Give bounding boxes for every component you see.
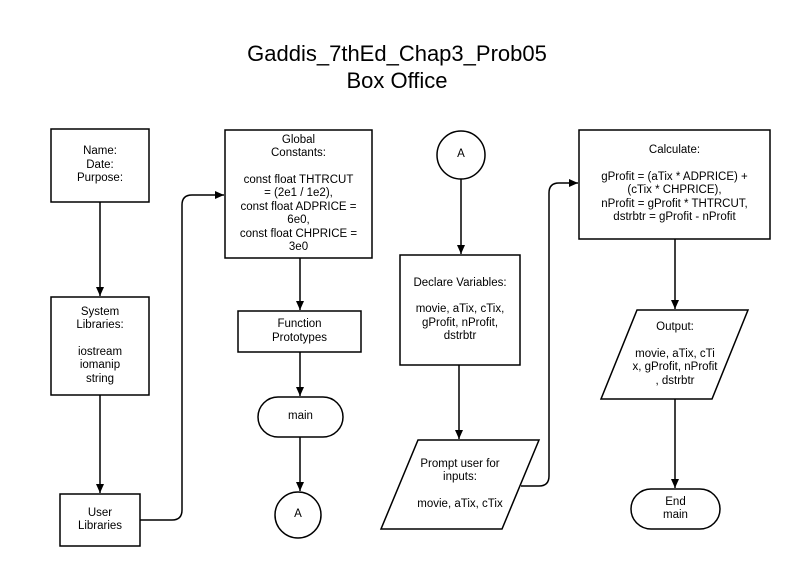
- library-item: iomanip: [79, 359, 121, 372]
- function-prototypes-box: [237, 310, 362, 353]
- end-main-line: main: [663, 509, 688, 521]
- constant-line: const float THTRCUT: [243, 173, 354, 186]
- formula-line: gProfit = (aTix * ADPRICE) +: [601, 170, 748, 183]
- diagram-subtitle: Box Office: [346, 68, 448, 93]
- declare-variables-heading: Declare Variables:: [413, 276, 507, 289]
- variable-line: gProfit, nProfit,: [421, 316, 499, 329]
- global-constants-heading: Constants:: [271, 147, 326, 159]
- global-constants-text: Global Constants: const float THTRCUT = …: [225, 130, 372, 258]
- library-item: iostream: [77, 345, 123, 358]
- end-main-line: End: [665, 495, 686, 508]
- connector-label: A: [294, 508, 302, 521]
- global-constants-box: [224, 129, 373, 259]
- system-libraries-heading: Libraries:: [76, 319, 124, 332]
- connector-a-in-text: A: [437, 131, 485, 179]
- formula-line: dstrbtr = gProfit - nProfit: [613, 211, 736, 224]
- declare-variables-box: [399, 254, 521, 366]
- header-text: Name: Date: Purpose:: [51, 129, 149, 202]
- prompt-input-parallelogram: [379, 439, 541, 530]
- diagram-title: Gaddis_7thEd_Chap3_Prob05: [247, 41, 547, 66]
- arrow-prompt-to-calculate: [521, 179, 578, 487]
- system-libraries-heading: System: [80, 305, 120, 318]
- constant-line: 6e0,: [287, 214, 310, 226]
- header-line: Purpose:: [76, 172, 124, 185]
- prompt-heading: Prompt user for: [420, 457, 500, 470]
- constant-line: = (2e1 / 1e2),: [264, 187, 333, 199]
- system-libraries-text: System Libraries: iostream iomanip strin…: [51, 297, 149, 395]
- prompt-heading: inputs:: [443, 471, 477, 484]
- connector-label: A: [457, 148, 465, 161]
- user-libraries-line: User: [87, 506, 113, 519]
- function-prototypes-line: Function: [277, 318, 322, 330]
- global-constants-heading: Global: [281, 133, 316, 146]
- header-line: Name:: [83, 145, 117, 158]
- constant-line: const float CHPRICE =: [239, 227, 358, 240]
- connector-a-out: [274, 491, 322, 539]
- output-parallelogram: [599, 309, 750, 400]
- system-libraries-box: [50, 296, 150, 396]
- formula-line: (cTix * CHPRICE),: [627, 184, 722, 197]
- connector-a-out-text: A: [275, 492, 321, 538]
- calculate-heading: Calculate:: [648, 144, 701, 157]
- function-prototypes-line: Prototypes: [272, 331, 327, 344]
- variable-line: dstrbtr: [443, 330, 477, 342]
- main-start-label: main: [288, 410, 313, 423]
- prompt-inputs-line: movie, aTix, cTix: [417, 497, 503, 510]
- calculate-box: [578, 129, 771, 240]
- main-start-text: main: [258, 397, 343, 437]
- user-libraries-line: Libraries: [77, 520, 123, 532]
- library-item: string: [85, 372, 115, 385]
- calculate-text: Calculate: gProfit = (aTix * ADPRICE) + …: [579, 130, 770, 239]
- output-line: x, gProfit, nProfit: [632, 361, 718, 373]
- end-main-terminator: [630, 488, 721, 530]
- function-prototypes-text: Function Prototypes: [238, 311, 361, 352]
- constant-line: const float ADPRICE =: [240, 200, 357, 213]
- output-line: , dstrbtr: [655, 374, 695, 387]
- output-heading: Output:: [656, 321, 694, 333]
- formula-line: nProfit = gProfit * THTRCUT,: [601, 197, 748, 210]
- prompt-input-text: Prompt user for inputs: movie, aTix, cTi…: [398, 440, 522, 529]
- constant-line: 3e0: [288, 241, 309, 253]
- declare-variables-text: Declare Variables: movie, aTix, cTix, gP…: [400, 255, 520, 365]
- end-main-text: End main: [631, 489, 720, 529]
- output-text: Output: movie, aTix, cTi x, gProfit, nPr…: [620, 310, 730, 399]
- header-line: Date:: [86, 158, 114, 171]
- arrow-user-to-constants: [140, 191, 224, 521]
- user-libraries-text: User Libraries: [60, 494, 140, 546]
- variable-line: movie, aTix, cTix,: [415, 303, 505, 315]
- output-line: movie, aTix, cTi: [635, 347, 715, 360]
